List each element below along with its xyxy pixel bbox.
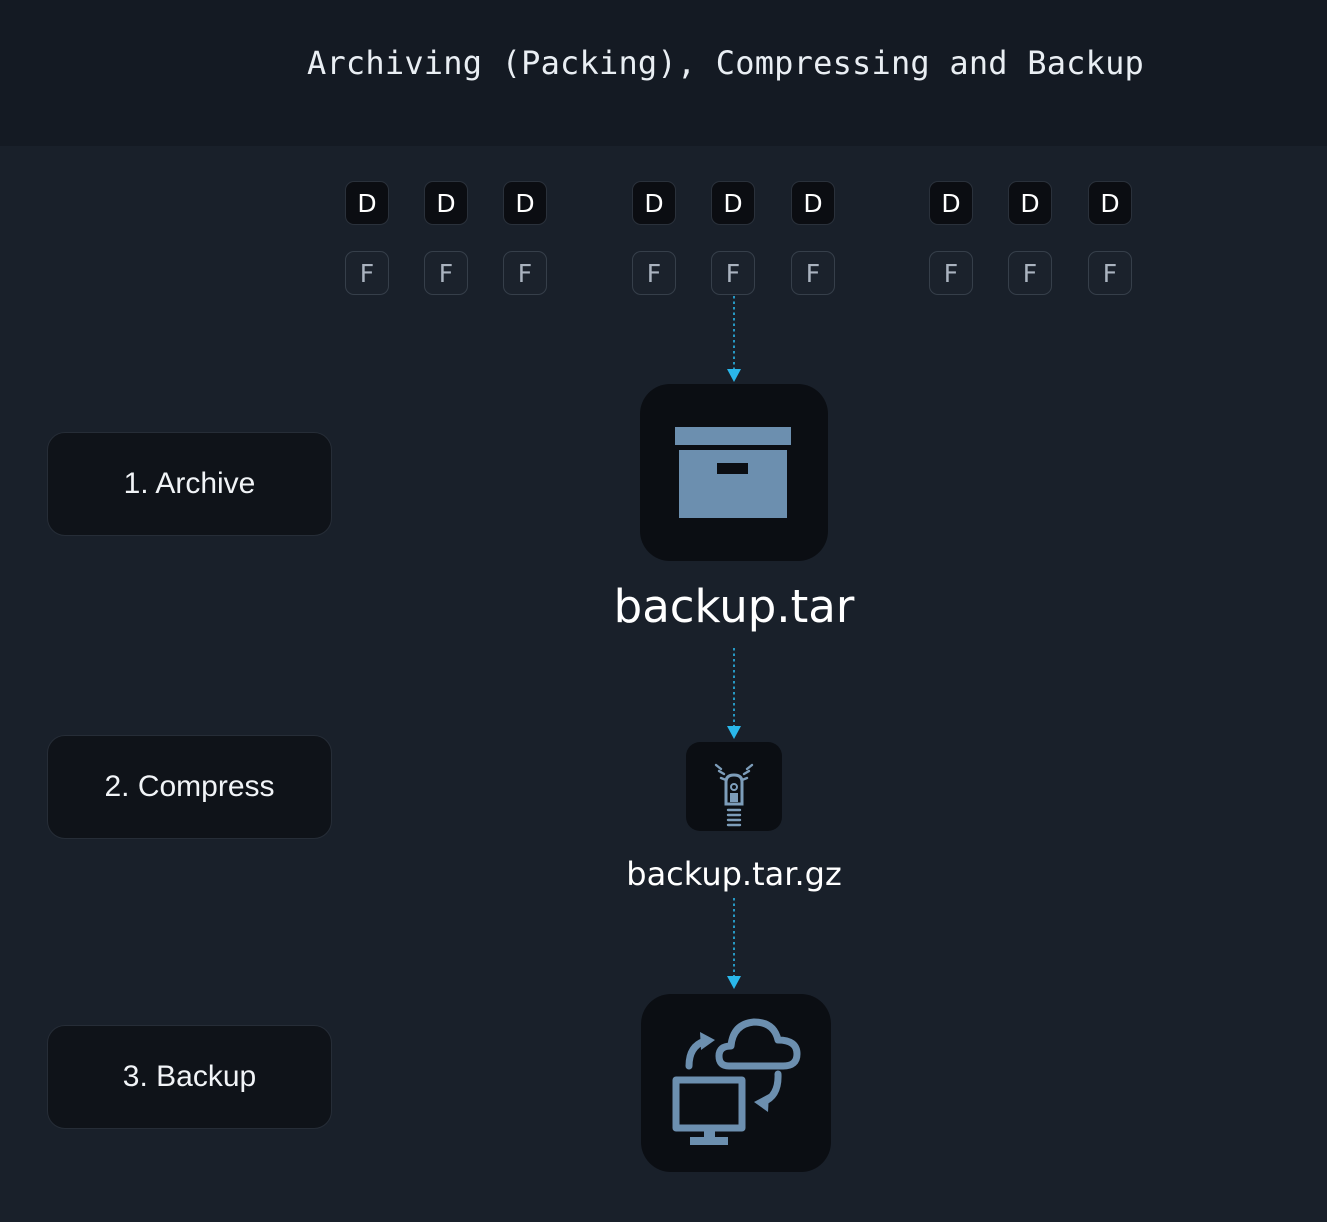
arrowhead	[727, 726, 741, 739]
directory-chip: D	[424, 181, 468, 225]
directory-chip: D	[345, 181, 389, 225]
directory-chip: D	[503, 181, 547, 225]
directory-chip: D	[929, 181, 973, 225]
zipper-icon	[714, 763, 754, 827]
file-chip: F	[1008, 251, 1052, 295]
arrowhead	[727, 976, 741, 989]
directory-chip: D	[632, 181, 676, 225]
arrowhead	[727, 369, 741, 382]
targz-filename: backup.tar.gz	[626, 855, 842, 893]
file-chip: F	[503, 251, 547, 295]
step-archive: 1. Archive	[47, 432, 332, 536]
archive-icon-box	[640, 384, 828, 561]
header-bar	[0, 0, 1327, 146]
file-chip: F	[424, 251, 468, 295]
compress-icon-box	[686, 742, 782, 831]
file-chip: F	[345, 251, 389, 295]
step-compress: 2. Compress	[47, 735, 332, 839]
directory-chip: D	[1088, 181, 1132, 225]
step-backup: 3. Backup	[47, 1025, 332, 1129]
file-chip: F	[632, 251, 676, 295]
directory-chip: D	[711, 181, 755, 225]
cloud-sync-monitor-icon	[672, 1018, 801, 1145]
file-chip: F	[929, 251, 973, 295]
archive-box-icon	[675, 427, 791, 518]
directory-chip: D	[791, 181, 835, 225]
diagram-title: Archiving (Packing), Compressing and Bac…	[307, 44, 1145, 82]
directory-chip: D	[1008, 181, 1052, 225]
file-chip: F	[711, 251, 755, 295]
file-chip: F	[1088, 251, 1132, 295]
file-chip: F	[791, 251, 835, 295]
tar-filename: backup.tar	[613, 580, 855, 633]
backup-icon-box	[641, 994, 831, 1172]
